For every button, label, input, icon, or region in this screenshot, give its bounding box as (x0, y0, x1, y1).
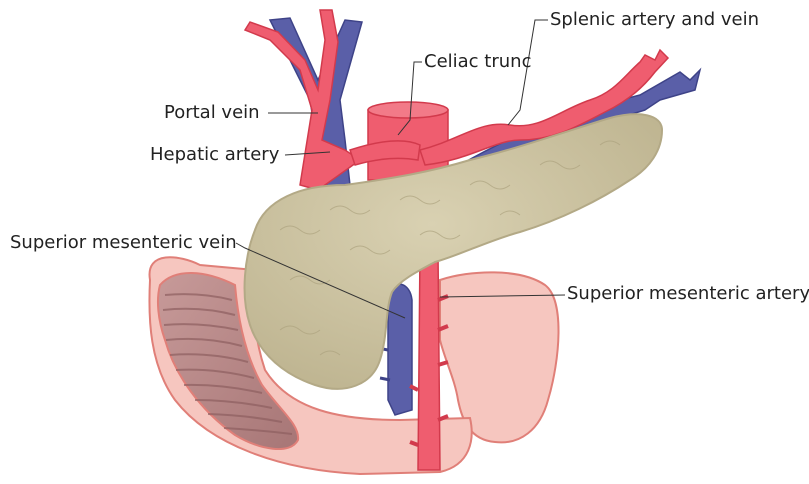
superior-mesenteric-artery (418, 250, 440, 470)
label-portal-vein: Portal vein (164, 103, 260, 123)
superior-mesenteric-vein (388, 284, 412, 415)
label-hepatic-artery: Hepatic artery (150, 145, 279, 165)
label-superior-mesenteric-artery: Superior mesenteric artery (567, 284, 809, 304)
stomach-shape (440, 272, 559, 442)
label-celiac-trunc: Celiac trunc (424, 52, 531, 72)
label-splenic-artery-and-vein: Splenic artery and vein (550, 10, 759, 30)
splenic-leader (508, 20, 548, 125)
celiac-trunk (350, 102, 448, 180)
label-superior-mesenteric-vein: Superior mesenteric vein (10, 233, 237, 253)
